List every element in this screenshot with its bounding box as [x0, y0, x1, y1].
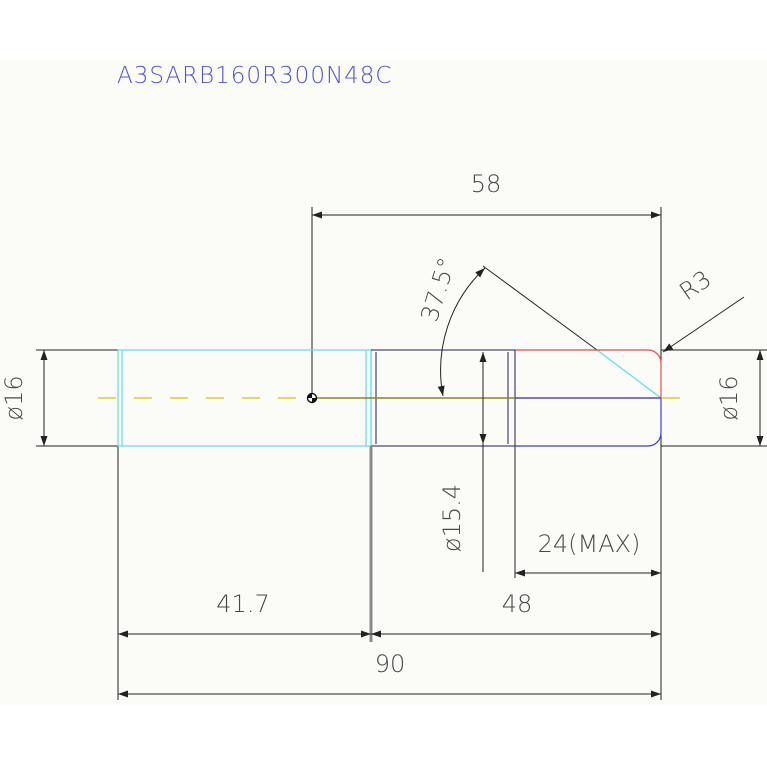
head-lower-outline	[515, 397, 662, 447]
dim-radius: R3	[674, 265, 716, 306]
dim-left-diameter: ø16	[0, 375, 28, 420]
dim-max-length: 24(MAX)	[538, 530, 641, 558]
head-upper-outline	[515, 349, 662, 399]
dim-58: 58	[471, 170, 502, 198]
extension-lines	[36, 207, 767, 700]
dim-right-diameter: ø16	[715, 375, 743, 420]
reference-point	[306, 392, 318, 404]
dim-neck-diameter: ø15.4	[438, 484, 466, 552]
dim-angle: 37.5°	[415, 254, 461, 325]
dim-shank-length: 41.7	[216, 590, 269, 618]
drawing-sheet	[0, 60, 767, 705]
dim-head-length: 48	[502, 590, 533, 618]
dimension-lines	[40, 211, 764, 698]
part-number-title: A3SARB160R300N48C	[117, 63, 392, 89]
dim-total-length: 90	[375, 650, 406, 678]
